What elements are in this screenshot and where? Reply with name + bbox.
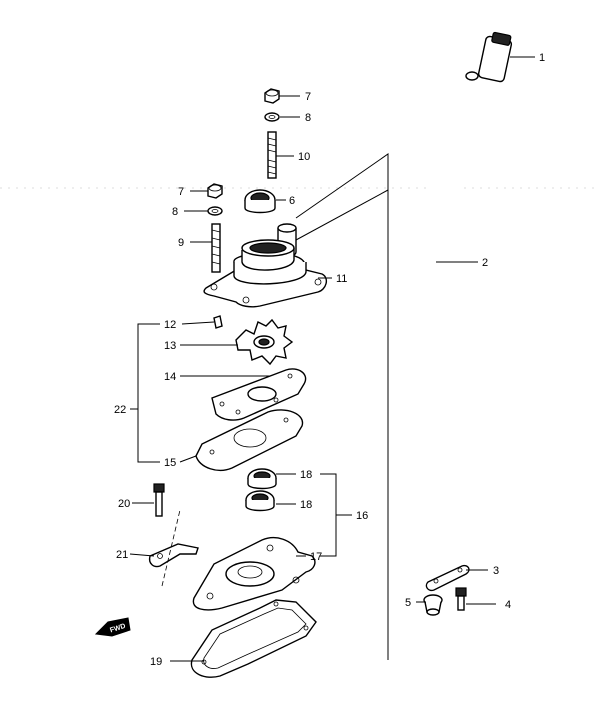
tube-plate — [425, 564, 470, 592]
pump-case-plate — [211, 368, 307, 421]
callout-4: 4 — [505, 599, 511, 611]
lower-grommet — [423, 594, 443, 616]
pump-case — [203, 239, 328, 308]
bracket — [148, 509, 199, 587]
nut-top — [264, 88, 280, 104]
callout-19: 19 — [150, 656, 162, 668]
callout-15: 15 — [164, 457, 176, 469]
nut-left — [207, 183, 223, 199]
tube-bolt — [455, 587, 467, 611]
callout-11: 11 — [336, 273, 347, 285]
impeller-key — [213, 315, 223, 329]
callout-8-top: 8 — [305, 112, 311, 124]
callout-16: 16 — [356, 510, 368, 522]
callout-13: 13 — [164, 340, 176, 352]
fwd-arrow-icon: FWD — [94, 617, 131, 637]
callout-21: 21 — [116, 549, 128, 561]
washer-left — [207, 206, 223, 216]
under-panel-gasket — [190, 599, 317, 678]
oil-seal-upper — [244, 189, 276, 214]
case-bolt — [211, 223, 221, 273]
callout-17: 17 — [310, 551, 322, 563]
stud-bolt — [267, 131, 277, 179]
callout-7-left: 7 — [178, 186, 184, 198]
fwd-label: FWD — [109, 623, 126, 635]
water-tube — [430, 78, 472, 562]
callout-7-top: 7 — [305, 91, 311, 103]
callout-18-b: 18 — [300, 499, 312, 511]
pump-gasket — [195, 409, 304, 472]
callout-22: 22 — [114, 404, 126, 416]
under-panel — [192, 536, 316, 611]
callout-3: 3 — [493, 565, 499, 577]
washer-top — [264, 112, 280, 122]
tube-grommet — [465, 31, 513, 83]
oil-seal-b — [245, 490, 275, 512]
callout-6: 6 — [289, 195, 295, 207]
callout-14: 14 — [164, 371, 176, 383]
callout-5: 5 — [405, 597, 411, 609]
impeller — [235, 318, 294, 366]
callout-18-a: 18 — [300, 469, 312, 481]
callout-10: 10 — [298, 151, 310, 163]
callout-12: 12 — [164, 319, 176, 331]
plate-bolt — [153, 483, 165, 517]
callout-20: 20 — [118, 498, 130, 510]
callout-2: 2 — [482, 257, 488, 269]
callout-8-left: 8 — [172, 206, 178, 218]
callout-1: 1 — [539, 52, 545, 64]
callout-9: 9 — [178, 237, 184, 249]
oil-seal-a — [247, 468, 277, 490]
